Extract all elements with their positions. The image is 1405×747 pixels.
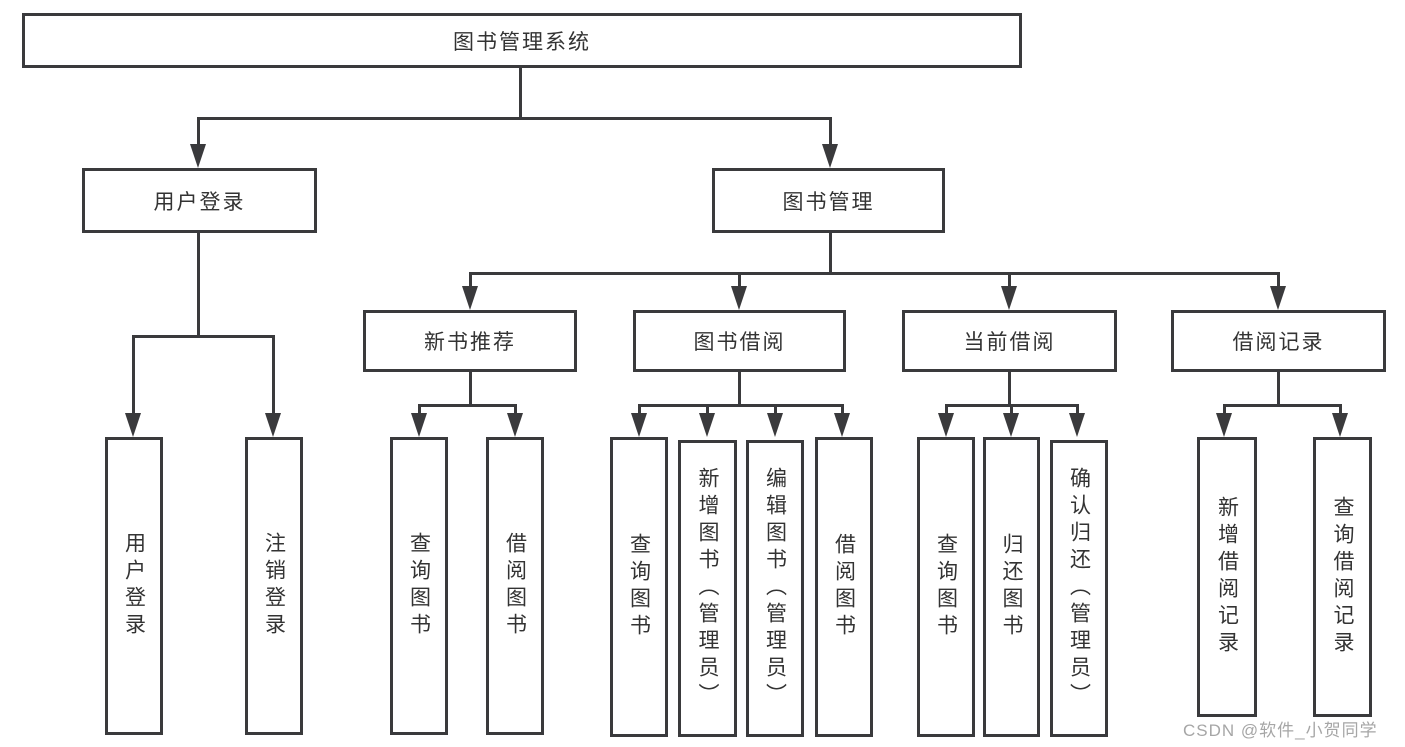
arrow-head <box>507 413 523 437</box>
connector-new-book-horizontal <box>418 404 516 407</box>
leaf-query-books-recommend: 查询图书 <box>390 437 448 735</box>
node-label: 用户登录 <box>153 190 246 214</box>
connector-book-mgmt-stem <box>829 233 832 275</box>
connector-to-book-borrow <box>738 272 741 288</box>
connector-book-borrow-stem <box>738 372 741 407</box>
node-label: 新增借阅记录 <box>1215 496 1239 658</box>
connector-leaf <box>638 404 641 416</box>
leaf-query-books-borrow: 查询图书 <box>610 437 668 737</box>
connector-to-user-login <box>197 117 200 146</box>
node-label: 编辑图书（管理员） <box>763 467 787 710</box>
connector-to-current-borrow <box>1008 272 1011 288</box>
arrow-head <box>411 413 427 437</box>
connector-new-book-stem <box>469 372 472 407</box>
arrow-head <box>265 413 281 437</box>
connector-book-mgmt-horizontal <box>469 272 1280 275</box>
arrow-head <box>822 144 838 168</box>
leaf-query-borrow-record: 查询借阅记录 <box>1313 437 1372 717</box>
connector-leaf <box>1076 404 1079 416</box>
connector-to-logout-leaf <box>272 335 275 415</box>
node-label: 用户登录 <box>122 532 146 640</box>
node-label: 查询图书 <box>934 533 958 641</box>
node-label: 查询借阅记录 <box>1331 496 1354 658</box>
arrow-head <box>767 413 783 437</box>
node-library-management-system: 图书管理系统 <box>22 13 1022 68</box>
arrow-head <box>699 413 715 437</box>
node-label: 归还图书 <box>1000 533 1023 641</box>
arrow-head <box>1069 413 1085 437</box>
arrow-head <box>1216 413 1232 437</box>
arrow-head <box>190 144 206 168</box>
leaf-query-books-current: 查询图书 <box>917 437 975 737</box>
connector-leaf <box>945 404 948 416</box>
node-label: 新增图书（管理员） <box>696 467 719 710</box>
leaf-borrow-books-recommend: 借阅图书 <box>486 437 544 735</box>
connector-leaf <box>706 404 709 416</box>
leaf-add-borrow-record: 新增借阅记录 <box>1197 437 1257 717</box>
arrow-head <box>1003 413 1019 437</box>
node-label: 图书管理 <box>782 190 875 214</box>
arrow-head <box>631 413 647 437</box>
connector-user-login-stem <box>197 233 200 338</box>
connector-current-borrow-stem <box>1008 372 1011 407</box>
arrow-head <box>1001 286 1017 310</box>
node-current-borrow: 当前借阅 <box>902 310 1117 372</box>
leaf-logout: 注销登录 <box>245 437 303 735</box>
arrow-head <box>1270 286 1286 310</box>
connector-root-stem <box>519 68 522 119</box>
node-label: 图书管理系统 <box>453 30 591 54</box>
arrow-head <box>1332 413 1348 437</box>
connector-leaf <box>418 404 421 416</box>
leaf-borrow-books: 借阅图书 <box>815 437 873 737</box>
node-label: 新书推荐 <box>424 331 516 354</box>
node-label: 当前借阅 <box>963 331 1056 354</box>
leaf-return-books: 归还图书 <box>983 437 1040 737</box>
leaf-user-login: 用户登录 <box>105 437 163 735</box>
node-label: 查询图书 <box>407 532 431 640</box>
connector-leaf <box>774 404 777 416</box>
node-label: 确认归还（管理员） <box>1067 467 1091 710</box>
connector-user-login-horizontal <box>132 335 275 338</box>
node-label: 图书借阅 <box>693 331 786 354</box>
node-label: 借阅图书 <box>832 533 856 641</box>
connector-root-horizontal <box>197 117 832 120</box>
connector-to-book-management <box>829 117 832 146</box>
node-borrow-records: 借阅记录 <box>1171 310 1386 372</box>
leaf-edit-books-admin: 编辑图书（管理员） <box>746 440 804 737</box>
node-book-borrow: 图书借阅 <box>633 310 846 372</box>
leaf-add-books-admin: 新增图书（管理员） <box>678 440 737 737</box>
connector-leaf <box>514 404 517 416</box>
node-new-book-recommend: 新书推荐 <box>363 310 577 372</box>
connector-to-borrow-records <box>1277 272 1280 288</box>
node-label: 借阅记录 <box>1232 331 1325 354</box>
arrow-head <box>731 286 747 310</box>
leaf-confirm-return-admin: 确认归还（管理员） <box>1050 440 1108 737</box>
arrow-head <box>462 286 478 310</box>
arrow-head <box>938 413 954 437</box>
node-book-management: 图书管理 <box>712 168 945 233</box>
node-label: 注销登录 <box>262 532 286 640</box>
connector-leaf <box>1223 404 1226 416</box>
connector-leaf <box>1010 404 1013 416</box>
node-label: 查询图书 <box>627 533 651 641</box>
node-label: 借阅图书 <box>503 532 527 640</box>
arrow-head <box>834 413 850 437</box>
connector-borrow-records-stem <box>1277 372 1280 407</box>
node-user-login: 用户登录 <box>82 168 317 233</box>
arrow-head <box>125 413 141 437</box>
connector-book-borrow-horizontal <box>638 404 843 407</box>
connector-leaf <box>1339 404 1342 416</box>
connector-to-new-book <box>469 272 472 288</box>
csdn-watermark: CSDN @软件_小贺同学 <box>1183 721 1378 740</box>
connector-borrow-records-horizontal <box>1223 404 1341 407</box>
connector-leaf <box>841 404 844 416</box>
connector-to-user-login-leaf <box>132 335 135 415</box>
